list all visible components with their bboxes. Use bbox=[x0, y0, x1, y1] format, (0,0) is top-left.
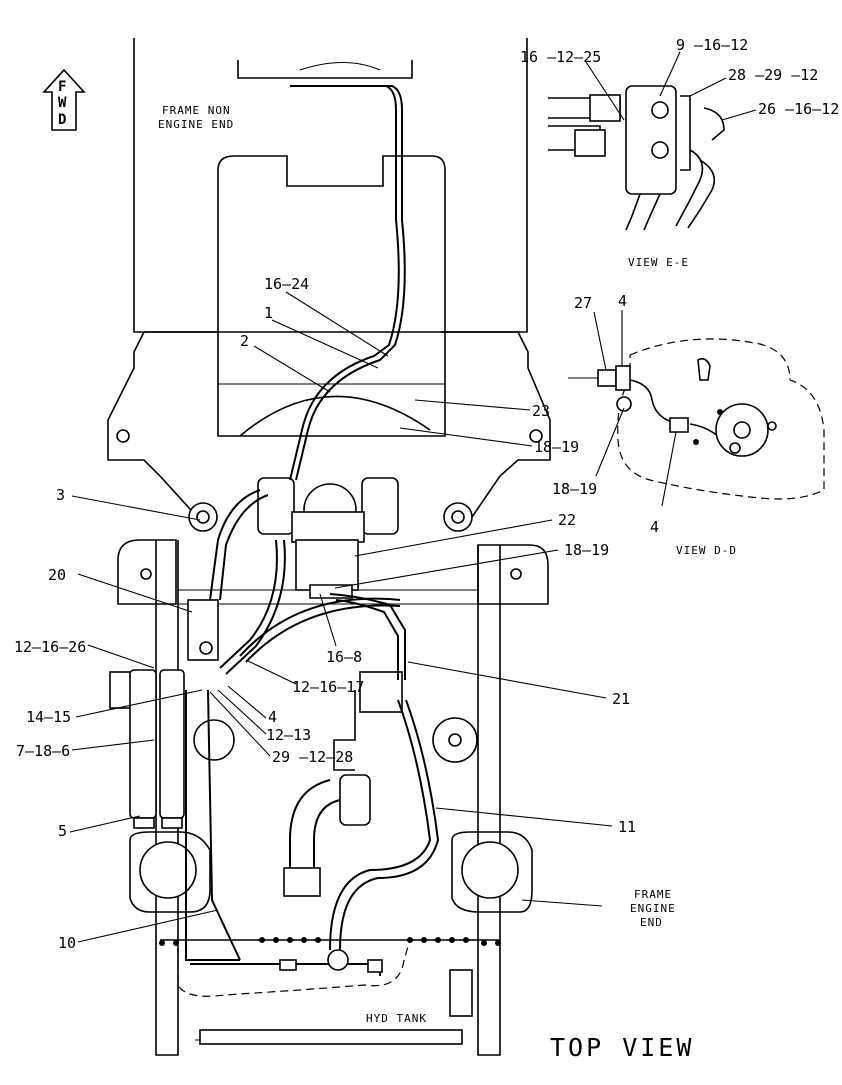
callout-18-19-a: 18–19 bbox=[534, 438, 579, 456]
callout-16-8: 16–8 bbox=[326, 648, 362, 666]
callout-23: 23 bbox=[532, 402, 550, 420]
callout-16-24: 16–24 bbox=[264, 275, 309, 293]
callout-10: 10 bbox=[58, 934, 76, 952]
frame-non-engine-label-2: ENGINE END bbox=[158, 118, 234, 131]
callout-9-16-12: 9 –16–12 bbox=[676, 36, 748, 54]
frame-non-engine-label-1: FRAME NON bbox=[162, 104, 231, 117]
callout-18-19-c: 18–19 bbox=[552, 480, 597, 498]
frame-engine-label-1: FRAME bbox=[634, 888, 672, 901]
callout-20: 20 bbox=[48, 566, 66, 584]
leader-lines bbox=[69, 51, 757, 943]
fwd-letter-d: D bbox=[58, 112, 66, 128]
filter-assembly bbox=[109, 599, 219, 829]
frame-engine-label-2: ENGINE bbox=[630, 902, 676, 915]
callout-18-19-b: 18–19 bbox=[564, 541, 609, 559]
view-d-d-label: VIEW D-D bbox=[676, 544, 737, 557]
callout-29-12-28: 29 –12–28 bbox=[272, 748, 353, 766]
callout-26-16-12: 26 –16–12 bbox=[758, 100, 839, 118]
pump-assembly bbox=[257, 477, 403, 826]
tank-flange-bolts bbox=[159, 937, 501, 946]
callout-16-12-25: 16 –12–25 bbox=[520, 48, 601, 66]
view-d-d-detail bbox=[568, 338, 825, 500]
callout-12-16-17: 12–16–17 bbox=[292, 678, 364, 696]
callout-3: 3 bbox=[56, 486, 65, 504]
view-e-e-label: VIEW E-E bbox=[628, 256, 689, 269]
frame-engine-label-3: END bbox=[640, 916, 663, 929]
fwd-letter-f: F bbox=[58, 79, 66, 95]
callout-27: 27 bbox=[574, 294, 592, 312]
frame-non-engine-end bbox=[133, 38, 528, 437]
callout-21: 21 bbox=[612, 690, 630, 708]
forward-arrow-icon: F W D bbox=[42, 68, 86, 131]
callout-7-18-6: 7–18–6 bbox=[16, 742, 70, 760]
callout-22: 22 bbox=[558, 511, 576, 529]
callout-4-c: 4 bbox=[650, 518, 659, 536]
callout-2: 2 bbox=[240, 332, 249, 350]
callout-5: 5 bbox=[58, 822, 67, 840]
callout-14-15: 14–15 bbox=[26, 708, 71, 726]
view-e-e-detail bbox=[548, 85, 725, 231]
fwd-letter-w: W bbox=[58, 95, 67, 111]
engine-mount-frame bbox=[107, 331, 551, 532]
callout-28-29-12: 28 –29 –12 bbox=[728, 66, 818, 84]
callout-11: 11 bbox=[618, 818, 636, 836]
hydraulic-hoses bbox=[185, 85, 440, 976]
top-view-title: TOP VIEW bbox=[550, 1033, 694, 1062]
callout-1: 1 bbox=[264, 304, 273, 322]
callout-12-16-26: 12–16–26 bbox=[14, 638, 86, 656]
callout-12-13: 12–13 bbox=[266, 726, 311, 744]
callout-4-b: 4 bbox=[618, 292, 627, 310]
hyd-tank-label: HYD TANK bbox=[366, 1012, 427, 1025]
callout-4-a: 4 bbox=[268, 708, 277, 726]
